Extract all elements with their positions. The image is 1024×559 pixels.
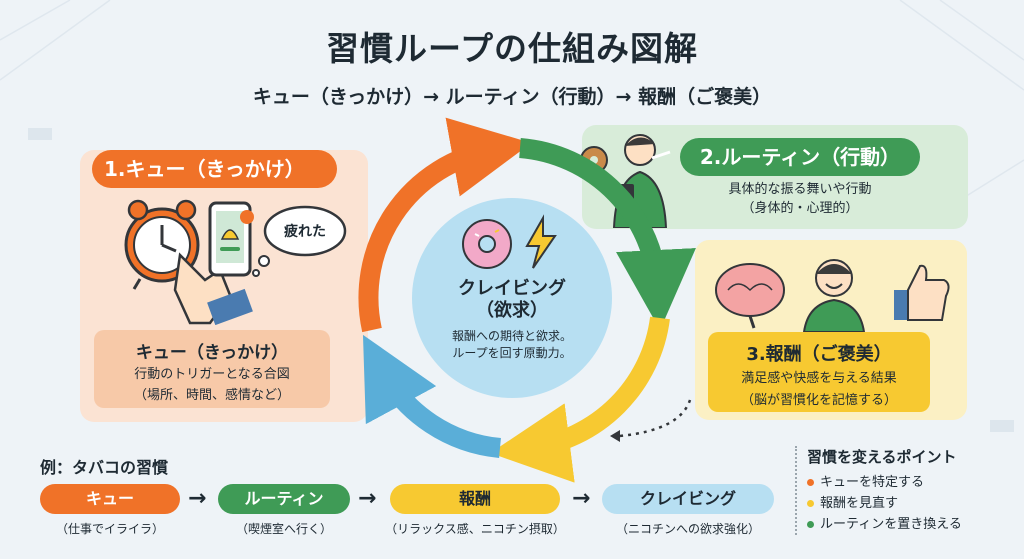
hand-icon: [173, 252, 253, 325]
example-step-reward: 報酬: [390, 484, 560, 514]
craving-circle: [412, 198, 612, 398]
cue-illustration: [124, 199, 347, 325]
routine-line2: （身体的・心理的）: [741, 201, 859, 216]
example-step-craving-sub: （ニコチンへの欲求強化）: [615, 522, 760, 536]
cue-box-line1: 行動のトリガーとなる合図: [134, 367, 290, 382]
donut-icon: [462, 219, 512, 269]
yellow-bullet-icon: [807, 500, 814, 507]
tip-item: 報酬を見直す: [807, 493, 1015, 514]
routine-badge: 2.ルーティン（行動）: [680, 138, 920, 176]
tips-title: 習慣を変えるポイント: [807, 448, 957, 466]
example-arrow-1: →: [188, 486, 207, 511]
routine-description: 具体的な振る舞いや行動 （身体的・心理的）: [680, 180, 920, 218]
green-bullet-icon: [807, 521, 814, 528]
example-step-routine: ルーティン: [218, 484, 350, 514]
tip-item: ルーティンを置き換える: [807, 514, 1015, 535]
reward-line2: （脳が習慣化を記憶する）: [740, 393, 897, 408]
thought-bubble-text: 疲れた: [284, 224, 326, 240]
craving-title2: （欲求）: [476, 300, 548, 321]
example-arrow-3: →: [572, 486, 591, 511]
reward-line1: 満足感や快感を与える結果: [741, 371, 897, 386]
arrow-craving-to-cue: [362, 334, 502, 458]
example-step-reward-sub: （リラックス感、ニコチン摂取）: [385, 522, 565, 536]
craving-illustration: [462, 214, 557, 269]
cue-badge: 1.キュー（きっかけ）: [92, 150, 337, 188]
example-step-routine-sub: （喫煙室へ行く）: [235, 522, 332, 536]
craving-title1: クレイビング: [458, 278, 566, 299]
reward-box-title: 3.報酬（ご褒美）: [746, 344, 892, 365]
page-title: 習慣ループの仕組み図解: [325, 29, 699, 68]
tips-section: 習慣を変えるポイント キューを特定する 報酬を見直す ルーティンを置き換える: [795, 446, 1015, 535]
dotted-feedback-arrow: [619, 399, 692, 438]
orange-bullet-icon: [807, 479, 814, 486]
craving-line2: ループを回す原動力。: [452, 346, 572, 360]
craving-text: クレイビング （欲求） 報酬への期待と欲求。 ループを回す原動力。: [412, 278, 612, 362]
routine-line1: 具体的な振る舞いや行動: [728, 182, 872, 197]
example-step-craving: クレイビング: [602, 484, 774, 514]
page-subtitle: キュー（きっかけ）→ ルーティン（行動）→ 報酬（ご褒美）: [252, 86, 772, 108]
smiling-person-icon: [802, 259, 866, 332]
reward-illustration: [715, 259, 950, 332]
thumbs-up-icon: [894, 264, 950, 321]
cue-description-box: キュー（きっかけ） 行動のトリガーとなる合図 （場所、時間、感情など）: [94, 330, 330, 408]
arrow-reward-to-craving: [490, 316, 670, 483]
reward-description-box: 3.報酬（ご褒美） 満足感や快感を与える結果 （脳が習慣化を記憶する）: [708, 332, 930, 412]
example-label: 例：タバコの習慣: [40, 458, 169, 477]
arrow-cue-to-routine: [358, 117, 532, 333]
example-step-cue-sub: （仕事でイライラ）: [55, 522, 164, 536]
arrow-routine-to-reward: [519, 138, 696, 330]
tip-item: キューを特定する: [807, 472, 1015, 493]
cue-box-title: キュー（きっかけ）: [135, 343, 289, 363]
lightning-icon: [525, 214, 557, 269]
example-arrow-2: →: [358, 486, 377, 511]
cue-box-line2: （場所、時間、感情など）: [133, 388, 290, 403]
craving-line1: 報酬への期待と欲求。: [451, 329, 572, 343]
brain-icon: [715, 263, 785, 329]
thought-bubble-icon: [252, 205, 347, 277]
smartphone-icon: [208, 201, 254, 277]
example-step-cue: キュー: [40, 484, 180, 514]
